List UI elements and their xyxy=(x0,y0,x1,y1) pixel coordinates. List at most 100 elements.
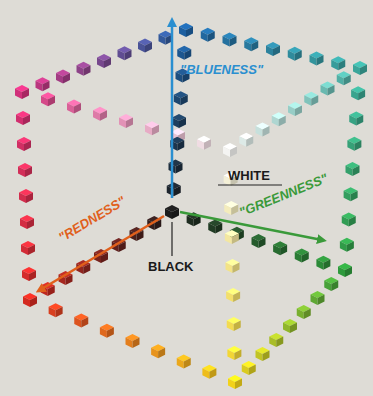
cube-right xyxy=(84,65,91,76)
axis-label: "BLUENESS" xyxy=(178,62,265,77)
red-axis-arrow xyxy=(40,216,164,290)
cube-right xyxy=(145,42,152,53)
cube-left xyxy=(244,41,251,52)
cube-right xyxy=(234,321,241,332)
color-cube-block xyxy=(311,291,325,305)
cube-right xyxy=(74,103,81,114)
color-cube-block xyxy=(201,28,215,42)
cube-left xyxy=(179,27,186,38)
cube-right xyxy=(184,358,191,369)
cube-right xyxy=(30,297,37,308)
color-cube-block xyxy=(342,213,356,227)
cube-left xyxy=(17,141,24,152)
color-cube-block xyxy=(288,102,302,116)
cube-left xyxy=(20,219,27,230)
cube-left xyxy=(226,263,233,274)
cube-right xyxy=(233,292,240,303)
color-cube-block xyxy=(310,52,324,66)
cube-left xyxy=(21,245,28,256)
cube-left xyxy=(97,58,104,69)
color-cube-block xyxy=(347,137,361,151)
cube-right xyxy=(230,147,237,158)
cube-left xyxy=(256,351,263,362)
cube-left xyxy=(304,95,311,106)
cube-left xyxy=(331,60,338,71)
cube-left xyxy=(187,216,194,227)
cube-left xyxy=(273,245,280,256)
color-cube-block xyxy=(22,267,36,281)
axis-arrows xyxy=(40,22,322,290)
cube-left xyxy=(223,147,230,158)
cube-left xyxy=(340,241,347,252)
cube-right xyxy=(347,241,354,252)
cube-left xyxy=(138,42,145,53)
color-cube-block xyxy=(295,249,309,263)
cube-left xyxy=(118,50,125,61)
cube-left xyxy=(224,205,231,216)
color-cube-block xyxy=(242,361,256,375)
cube-right xyxy=(358,90,365,101)
cube-right xyxy=(251,41,258,52)
color-cube-block xyxy=(226,259,240,273)
cube-right xyxy=(28,245,35,256)
cube-left xyxy=(22,271,29,282)
cube-right xyxy=(328,85,335,96)
cube-left xyxy=(23,297,30,308)
color-cube-block xyxy=(179,23,193,37)
cube-left xyxy=(174,95,181,106)
color-cube-block xyxy=(17,137,31,151)
color-cube-block xyxy=(77,62,91,76)
color-cube-block xyxy=(252,234,266,248)
cube-left xyxy=(338,267,345,278)
color-cube-block xyxy=(244,37,258,51)
cube-right xyxy=(174,186,181,197)
cube-left xyxy=(100,327,107,338)
cube-left xyxy=(226,292,233,303)
color-cube-block xyxy=(321,82,335,96)
cube-right xyxy=(43,81,50,92)
cube-right xyxy=(356,115,363,126)
cube-left xyxy=(208,223,215,234)
cube-right xyxy=(215,223,222,234)
cube-right xyxy=(177,140,184,151)
cube-left xyxy=(151,348,158,359)
color-cube-block xyxy=(288,47,302,61)
cube-right xyxy=(204,139,211,150)
cube-left xyxy=(256,126,263,137)
cube-right xyxy=(172,209,179,220)
cube-right xyxy=(338,60,345,71)
cube-right xyxy=(349,216,356,227)
cube-right xyxy=(104,58,111,69)
cube-right xyxy=(186,27,193,38)
cube-left xyxy=(202,368,209,379)
color-cube-block xyxy=(227,346,241,360)
color-cube-block xyxy=(74,314,88,328)
color-cube-block xyxy=(239,133,253,147)
cube-right xyxy=(29,271,36,282)
color-cube-block xyxy=(21,241,35,255)
cube-left xyxy=(351,90,358,101)
cube-right xyxy=(194,216,201,227)
cube-grid xyxy=(15,23,367,389)
cube-right xyxy=(23,115,30,126)
cube-left xyxy=(353,65,360,76)
color-cube-block xyxy=(273,241,287,255)
cube-left xyxy=(119,118,126,129)
cube-left xyxy=(269,337,276,348)
color-cube-block xyxy=(36,77,50,91)
cube-right xyxy=(302,252,309,263)
cube-right xyxy=(235,379,242,390)
color-cube-block xyxy=(226,288,240,302)
cube-left xyxy=(145,125,152,136)
cube-left xyxy=(347,140,354,151)
cube-left xyxy=(316,259,323,270)
color-cube-block xyxy=(174,91,188,105)
cube-right xyxy=(353,166,360,177)
cube-right xyxy=(126,118,133,129)
cube-right xyxy=(263,126,270,137)
cube-right xyxy=(331,281,338,292)
color-cube-block xyxy=(344,187,358,201)
white-leader xyxy=(218,184,282,185)
color-cube-block xyxy=(18,163,32,177)
